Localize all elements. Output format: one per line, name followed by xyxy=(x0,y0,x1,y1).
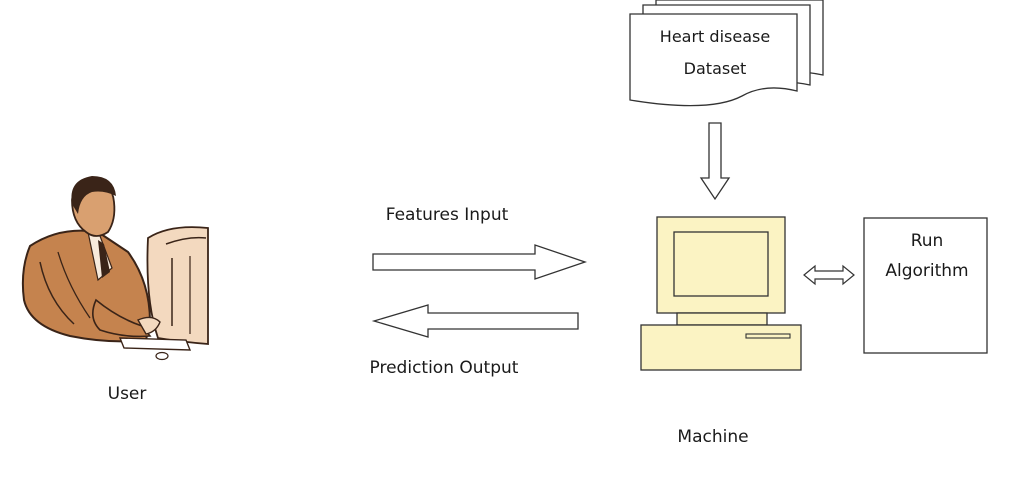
dataset-document-stack: Heart disease Dataset xyxy=(629,0,824,107)
features-input-label: Features Input xyxy=(386,205,509,225)
desktop-computer-icon xyxy=(640,216,802,371)
computer-screen xyxy=(673,231,769,297)
computer-stand xyxy=(676,312,768,326)
user-hair xyxy=(71,176,116,214)
user-hand xyxy=(137,316,161,335)
algorithm-label-line1: Run xyxy=(911,231,944,251)
user-tie xyxy=(98,240,110,278)
user-label: User xyxy=(108,384,147,404)
prediction-output-label: Prediction Output xyxy=(370,358,519,378)
document-front-page xyxy=(629,13,798,107)
user-mouse xyxy=(155,351,169,361)
user-arm xyxy=(92,298,152,338)
prediction-output-arrow xyxy=(371,304,579,338)
computer-base-unit xyxy=(640,324,802,371)
computer-drive-slot xyxy=(745,333,791,339)
features-input-arrow xyxy=(372,244,588,280)
dataset-label-line2: Dataset xyxy=(684,59,747,78)
dataset-label-line1: Heart disease xyxy=(660,27,770,46)
algorithm-label-line2: Algorithm xyxy=(885,261,968,281)
user-at-computer-icon xyxy=(21,176,209,361)
user-keyboard xyxy=(118,337,192,351)
dataset-to-machine-arrow xyxy=(699,122,731,201)
machine-algorithm-double-arrow xyxy=(803,264,855,286)
run-algorithm-box xyxy=(863,217,988,354)
machine-label: Machine xyxy=(677,427,748,447)
